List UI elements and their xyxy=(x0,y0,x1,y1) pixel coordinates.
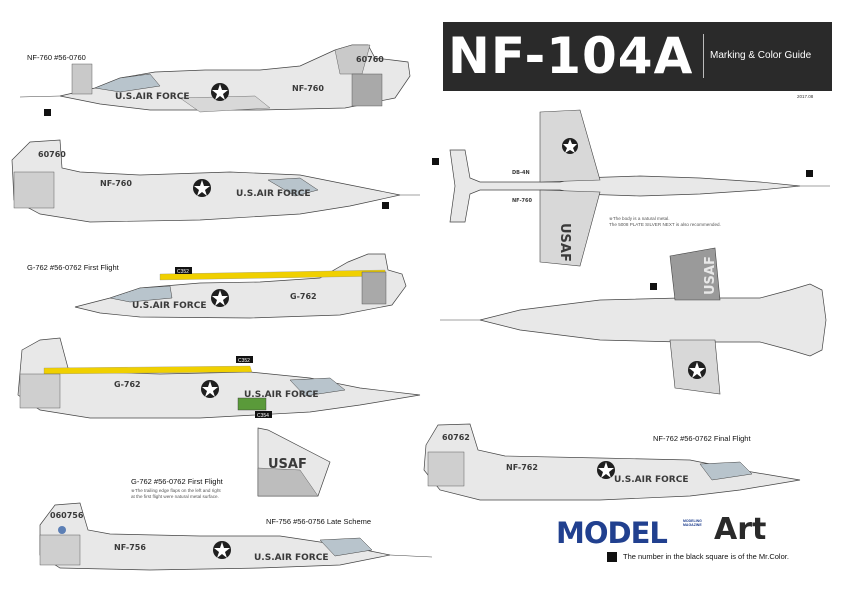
marking-us-air-force-1: U.S.AIR FORCE xyxy=(115,92,190,102)
color-callout-c352-b xyxy=(236,356,253,363)
legend-text: The number in the black square is of the… xyxy=(623,552,789,561)
color-callout-c352-b-text: C352 xyxy=(238,358,250,364)
fuselage-nf762 xyxy=(423,423,801,501)
fuselage-g762-right xyxy=(17,337,421,419)
top-view-note: ※The body is a natural metal. The 5008 P… xyxy=(609,216,721,227)
national-insignia-1 xyxy=(211,83,229,101)
marking-g762-code-2: G-762 xyxy=(114,380,141,389)
fuselage-g762-left xyxy=(74,253,407,319)
marking-serial-060756: 060756 xyxy=(50,511,84,520)
marking-us-air-force-2: U.S.AIR FORCE xyxy=(236,189,311,199)
marking-top-code-b: DB-4N xyxy=(512,170,530,176)
marking-nf760-code-2: NF-760 xyxy=(100,179,132,188)
color-callout-c354-text: C354 xyxy=(257,413,269,419)
marking-us-air-force-6: U.S.AIR FORCE xyxy=(614,475,689,485)
color-square-8-d xyxy=(806,170,813,177)
marking-serial-60760-2: 60760 xyxy=(38,150,66,159)
marking-serial-60762: 60762 xyxy=(442,433,470,442)
brand-model-logo: MODEL xyxy=(556,516,668,550)
marking-top-code-a: NF-760 xyxy=(512,198,532,204)
bottom-view-planform xyxy=(440,247,827,395)
document-date: 2017.08 xyxy=(797,94,814,99)
title-banner xyxy=(443,22,832,91)
view-label-nf760: NF-760 #56-0760 xyxy=(27,53,86,62)
color-square-8-a xyxy=(44,109,51,116)
marking-us-air-force-5: U.S.AIR FORCE xyxy=(254,553,329,563)
marking-usaf-wing: USAF xyxy=(557,223,572,262)
fuselage-nf760-left xyxy=(19,44,411,113)
marking-usaf-bottom: USAF xyxy=(703,256,718,295)
page-title: NF-104A xyxy=(448,27,694,85)
color-callout-c352-a xyxy=(175,267,192,274)
view-label-g762-first: G-762 #56-0762 First Flight xyxy=(27,263,119,272)
marking-serial-60760-1: 60760 xyxy=(356,55,384,64)
marking-g762-code-1: G-762 xyxy=(290,292,317,301)
color-square-8-b xyxy=(382,202,389,209)
national-insignia-5 xyxy=(213,541,231,559)
color-callout-c354 xyxy=(255,411,272,418)
view-label-g762-tail: G-762 #56-0762 First Flight xyxy=(131,477,223,486)
view-label-nf756: NF-756 #56-0756 Late Scheme xyxy=(266,517,372,526)
marking-us-air-force-4: U.S.AIR FORCE xyxy=(244,390,319,400)
marking-us-air-force-3: U.S.AIR FORCE xyxy=(132,301,207,311)
title-divider xyxy=(703,34,704,78)
marking-nf756-code: NF-756 xyxy=(114,543,146,552)
color-callout-c352-a-text: C352 xyxy=(177,269,189,275)
national-insignia-6 xyxy=(597,461,615,479)
marking-usaf-tail: USAF xyxy=(268,457,307,472)
national-insignia-7 xyxy=(562,138,578,154)
brand-model-sub: MODELING MAGAZINE xyxy=(683,519,702,527)
brand-art-logo: Art xyxy=(714,512,767,547)
legend-black-square-icon xyxy=(607,552,617,562)
view-label-nf762-final: NF-762 #56-0762 Final Flight xyxy=(653,434,751,443)
fuselage-nf756 xyxy=(39,502,433,571)
tail-flap-note: ※The trailing edge flaps on the left and… xyxy=(131,488,221,499)
color-square-8-c xyxy=(432,158,439,165)
national-insignia-8 xyxy=(688,361,706,379)
page-subtitle: Marking & Color Guide xyxy=(710,50,812,61)
national-insignia-4 xyxy=(201,380,219,398)
national-insignia-3 xyxy=(211,289,229,307)
color-square-8-e xyxy=(650,283,657,290)
marking-nf762-code: NF-762 xyxy=(506,463,538,472)
marking-nf760-code-1: NF-760 xyxy=(292,84,324,93)
national-insignia-2 xyxy=(193,179,211,197)
